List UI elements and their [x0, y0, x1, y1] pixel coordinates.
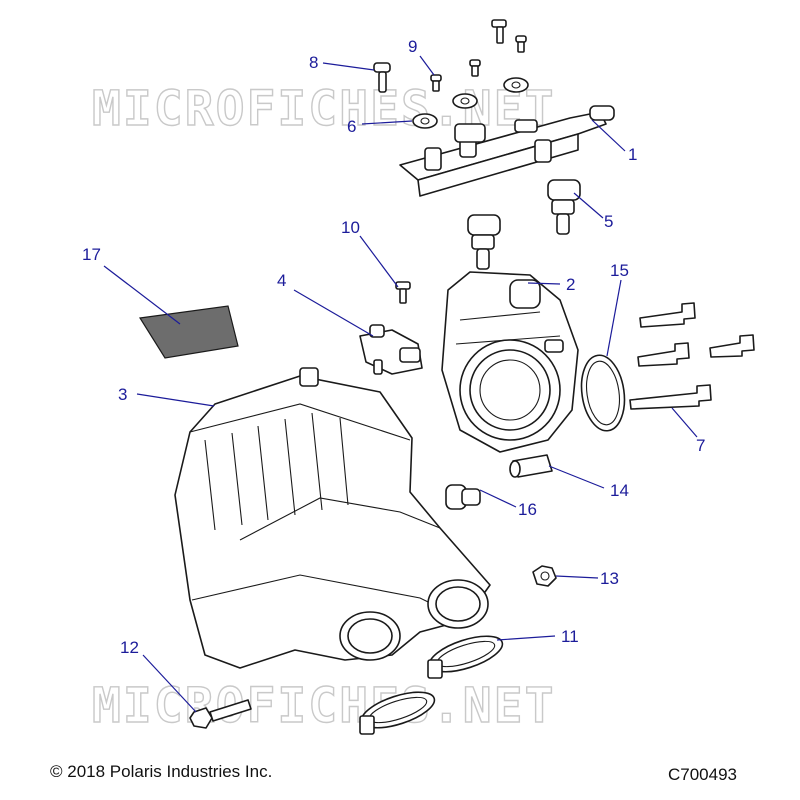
plug [445, 484, 481, 510]
callout-12: 12 [120, 638, 139, 657]
watermark-top: MICROFICHES.NET [92, 81, 555, 137]
callout-11: 11 [561, 627, 579, 646]
nut [532, 565, 557, 587]
callout-16: 16 [518, 500, 537, 519]
screw-9 [430, 19, 527, 92]
callout-5: 5 [604, 212, 614, 231]
callout-1: 1 [628, 145, 638, 164]
copyright-notice: © 2018 Polaris Industries Inc. [50, 762, 273, 781]
fuel-rail [399, 105, 615, 197]
bolts-7 [629, 302, 755, 410]
leader-lines [103, 55, 698, 713]
callout-15: 15 [610, 261, 629, 280]
callout-17: 17 [82, 245, 101, 264]
callout-2: 2 [566, 275, 576, 294]
gasket [580, 354, 626, 432]
callout-14: 14 [610, 481, 629, 500]
sleeve [509, 454, 553, 478]
callout-10: 10 [341, 218, 360, 237]
hose-clamps [359, 635, 504, 735]
fuel-injectors [467, 179, 581, 270]
callout-7: 7 [696, 436, 706, 455]
throttle-body [441, 271, 579, 453]
watermark-bottom: MICROFICHES.NET [92, 678, 555, 734]
callout-4: 4 [277, 271, 287, 290]
clip-6 [412, 77, 529, 129]
callout-6: 6 [347, 117, 357, 136]
callout-3: 3 [118, 385, 128, 404]
diagram-code: C700493 [668, 765, 738, 784]
bolt-8 [373, 62, 391, 93]
intake-manifold [174, 367, 491, 669]
callout-8: 8 [309, 53, 319, 72]
callout-13: 13 [600, 569, 619, 588]
callout-9: 9 [408, 37, 418, 56]
label-sheet [138, 305, 239, 359]
bolt-12 [189, 699, 252, 729]
map-sensor [359, 324, 423, 375]
screw-10 [395, 281, 411, 304]
